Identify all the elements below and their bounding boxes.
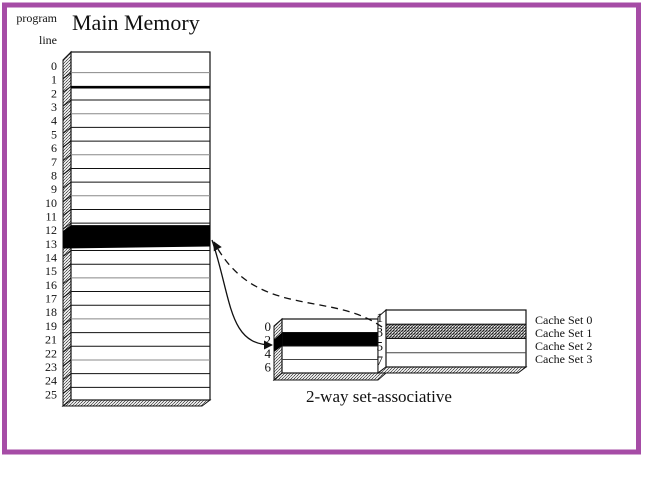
- cache-way-1-line-label: 7: [377, 353, 384, 368]
- main-memory-line-label: 18: [45, 305, 57, 319]
- cache-way-1-line-label: 3: [377, 324, 384, 339]
- main-memory-line-label: 12: [45, 223, 57, 237]
- main-memory-line-label: 3: [51, 100, 57, 114]
- main-memory-line-label: 4: [51, 114, 57, 128]
- main-memory-line-label: 15: [45, 264, 57, 278]
- main-memory-side-divider: [62, 345, 72, 353]
- main-memory-line-label: 21: [45, 333, 57, 347]
- main-memory-line-label: 22: [45, 346, 57, 360]
- program-axis-label: program: [16, 11, 57, 25]
- main-memory-side-divider: [62, 250, 72, 257]
- main-memory-line-label: 7: [51, 155, 57, 169]
- main-memory-line-label: 11: [45, 209, 57, 223]
- diagram-frame: [2, 2, 641, 455]
- cache-way-0-line-label: 4: [265, 346, 272, 361]
- main-memory-side-divider: [62, 168, 72, 175]
- main-memory-line-label: 9: [51, 182, 57, 196]
- main-memory-side-divider: [62, 304, 72, 312]
- main-memory-side-divider: [62, 318, 72, 326]
- cache-way-0-filled-line: [281, 332, 379, 347]
- cache-way-1-bottom-face: [376, 366, 528, 374]
- main-memory-side-divider: [62, 277, 72, 285]
- main-memory-side-divider: [62, 99, 72, 107]
- main-memory-side-divider: [62, 386, 72, 394]
- cache-way-1-line-label: 5: [377, 339, 384, 354]
- cache-way-0-line-label: 2: [265, 332, 272, 347]
- main-memory-side-divider: [62, 113, 72, 121]
- main-memory-side-divider: [62, 291, 72, 298]
- main-memory-side-divider: [62, 359, 72, 367]
- main-memory-line-label: 13: [45, 237, 57, 251]
- main-memory-side-divider: [62, 222, 72, 230]
- main-memory-line-label: 10: [45, 196, 57, 210]
- main-memory-line-label: 23: [45, 360, 57, 374]
- main-memory-side-divider: [62, 85, 72, 93]
- main-memory-side-divider: [62, 140, 72, 148]
- cache-way-0-filled-side: [274, 332, 282, 352]
- main-memory-side-divider: [62, 72, 72, 80]
- main-memory-line-label: 0: [51, 59, 57, 73]
- cache-way-1-line-label: 1: [377, 310, 384, 325]
- cache-set-label: Cache Set 1: [535, 326, 592, 340]
- cache-way-0-line-label: 0: [265, 319, 272, 334]
- cache-way-0-line-label: 6: [265, 359, 272, 374]
- mapping-arrow-memory-to-way0: [211, 239, 273, 350]
- cache-way-0-bottom-face: [272, 372, 388, 381]
- main-memory-highlighted-lines: [63, 225, 210, 249]
- main-memory-side-divider: [62, 127, 72, 134]
- line-axis-label: line: [39, 33, 57, 47]
- cache-caption: 2-way set-associative: [306, 387, 452, 406]
- main-memory-line-label: 25: [45, 387, 57, 401]
- main-memory-line-label: 17: [45, 292, 57, 306]
- main-memory-line-label: 14: [45, 251, 57, 265]
- main-memory-side-divider: [62, 154, 72, 162]
- cache-set-label: Cache Set 0: [535, 313, 592, 327]
- main-memory-line-label: 19: [45, 319, 57, 333]
- main-memory-side-divider: [62, 263, 72, 271]
- main-memory-line-label: 16: [45, 278, 57, 292]
- main-memory-line-label: 1: [51, 73, 57, 87]
- main-memory-side-divider: [62, 209, 72, 216]
- cache-set-label: Cache Set 2: [535, 339, 592, 353]
- cache-way-1-filled-line: [385, 323, 527, 339]
- main-memory-line-label: 24: [45, 374, 57, 388]
- main-memory-side-divider: [62, 373, 72, 381]
- main-memory-side-divider: [62, 195, 72, 203]
- main-memory-line-label: 6: [51, 141, 57, 155]
- mapping-arrow-way1-to-memory: [213, 241, 383, 328]
- cache-set-label: Cache Set 3: [535, 352, 592, 366]
- main-memory-side-divider: [62, 332, 72, 340]
- main-memory-line-label: 2: [51, 86, 57, 100]
- main-memory-line-label: 8: [51, 168, 57, 182]
- main-memory-line-label: 5: [51, 127, 57, 141]
- main-memory-title: Main Memory: [72, 10, 200, 35]
- main-memory-side-divider: [62, 181, 72, 189]
- main-memory-bottom-face: [61, 399, 212, 407]
